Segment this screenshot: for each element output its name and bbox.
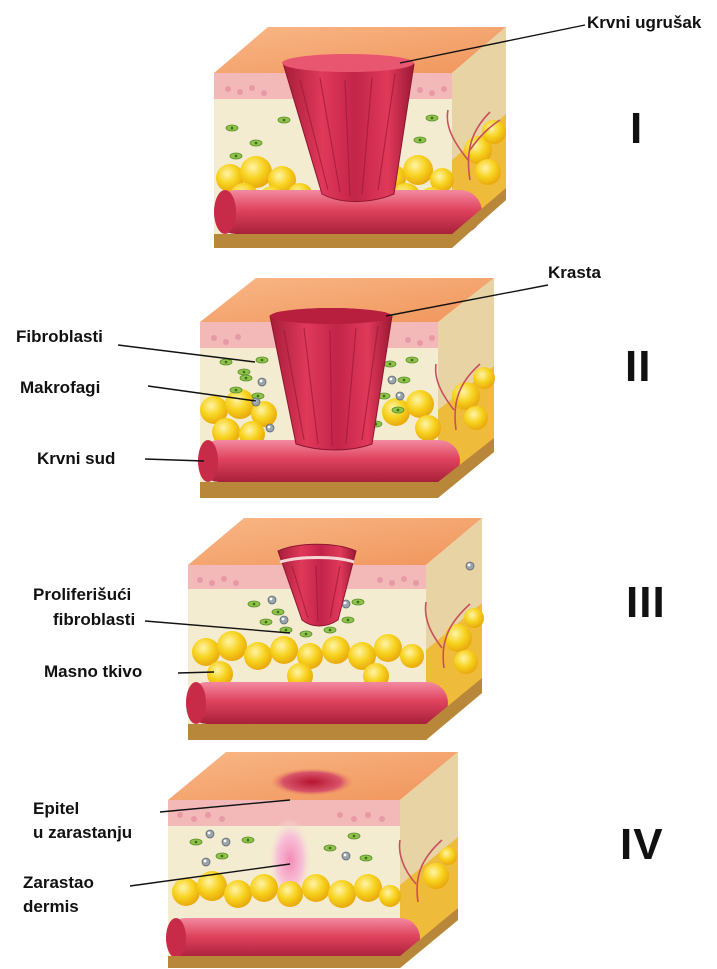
label-fibroblasts: Fibroblasti xyxy=(16,326,103,347)
label-healed-dermis-2: dermis xyxy=(23,896,79,917)
stage-4-block xyxy=(166,752,458,968)
label-adipose-tissue: Masno tkivo xyxy=(44,661,142,682)
stage-numeral-1: I xyxy=(630,104,643,154)
label-macrophages: Makrofagi xyxy=(20,377,100,398)
label-healing-epithelium-2: u zarastanju xyxy=(33,822,132,843)
stage-numeral-3: III xyxy=(626,578,666,628)
stage-2-block xyxy=(198,278,495,498)
stage-numeral-4: IV xyxy=(620,820,664,870)
label-blood-vessel: Krvni sud xyxy=(37,448,115,469)
label-proliferating-2: fibroblasti xyxy=(53,609,135,630)
label-proliferating-1: Proliferišući xyxy=(33,584,131,605)
stage-numeral-2: II xyxy=(625,342,651,392)
stage-3-block xyxy=(186,518,484,740)
label-healing-epithelium-1: Epitel xyxy=(33,798,79,819)
label-blood-clot: Krvni ugrušak xyxy=(587,12,701,33)
label-scab: Krasta xyxy=(548,262,601,283)
label-healed-dermis-1: Zarastao xyxy=(23,872,94,893)
stage-1-block xyxy=(214,27,506,248)
